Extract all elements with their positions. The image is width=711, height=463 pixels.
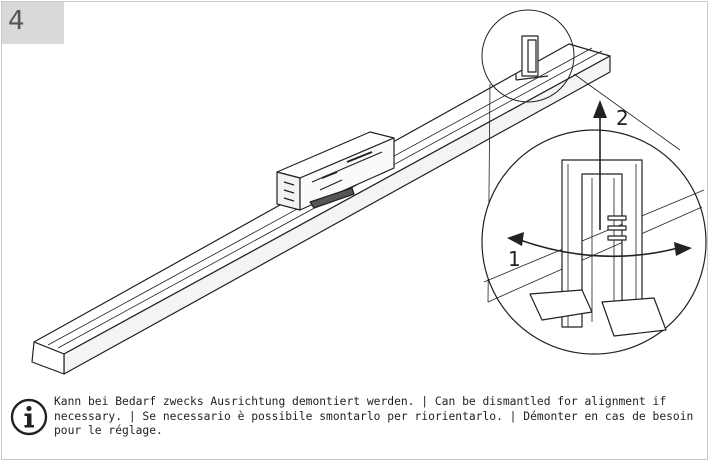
detail-circle-small xyxy=(481,9,575,103)
info-note: Kann bei Bedarf zwecks Ausrichtung demon… xyxy=(10,394,710,460)
leader-line-top xyxy=(573,73,681,151)
track-adapter xyxy=(276,131,395,211)
track-adapter-drawing: 2 1 xyxy=(31,9,707,375)
rotate-arrow-icon xyxy=(507,232,692,258)
step-number: 4 xyxy=(8,6,25,36)
info-icon xyxy=(10,398,48,436)
info-text: Kann bei Bedarf zwecks Ausrichtung demon… xyxy=(54,395,694,437)
step-number-box: 4 xyxy=(2,2,64,44)
detail-view xyxy=(481,129,707,355)
callout-2-label: 2 xyxy=(616,106,629,130)
arrow-up-icon xyxy=(593,100,607,230)
callout-1-label: 1 xyxy=(508,247,521,271)
end-clip-small xyxy=(515,35,549,81)
